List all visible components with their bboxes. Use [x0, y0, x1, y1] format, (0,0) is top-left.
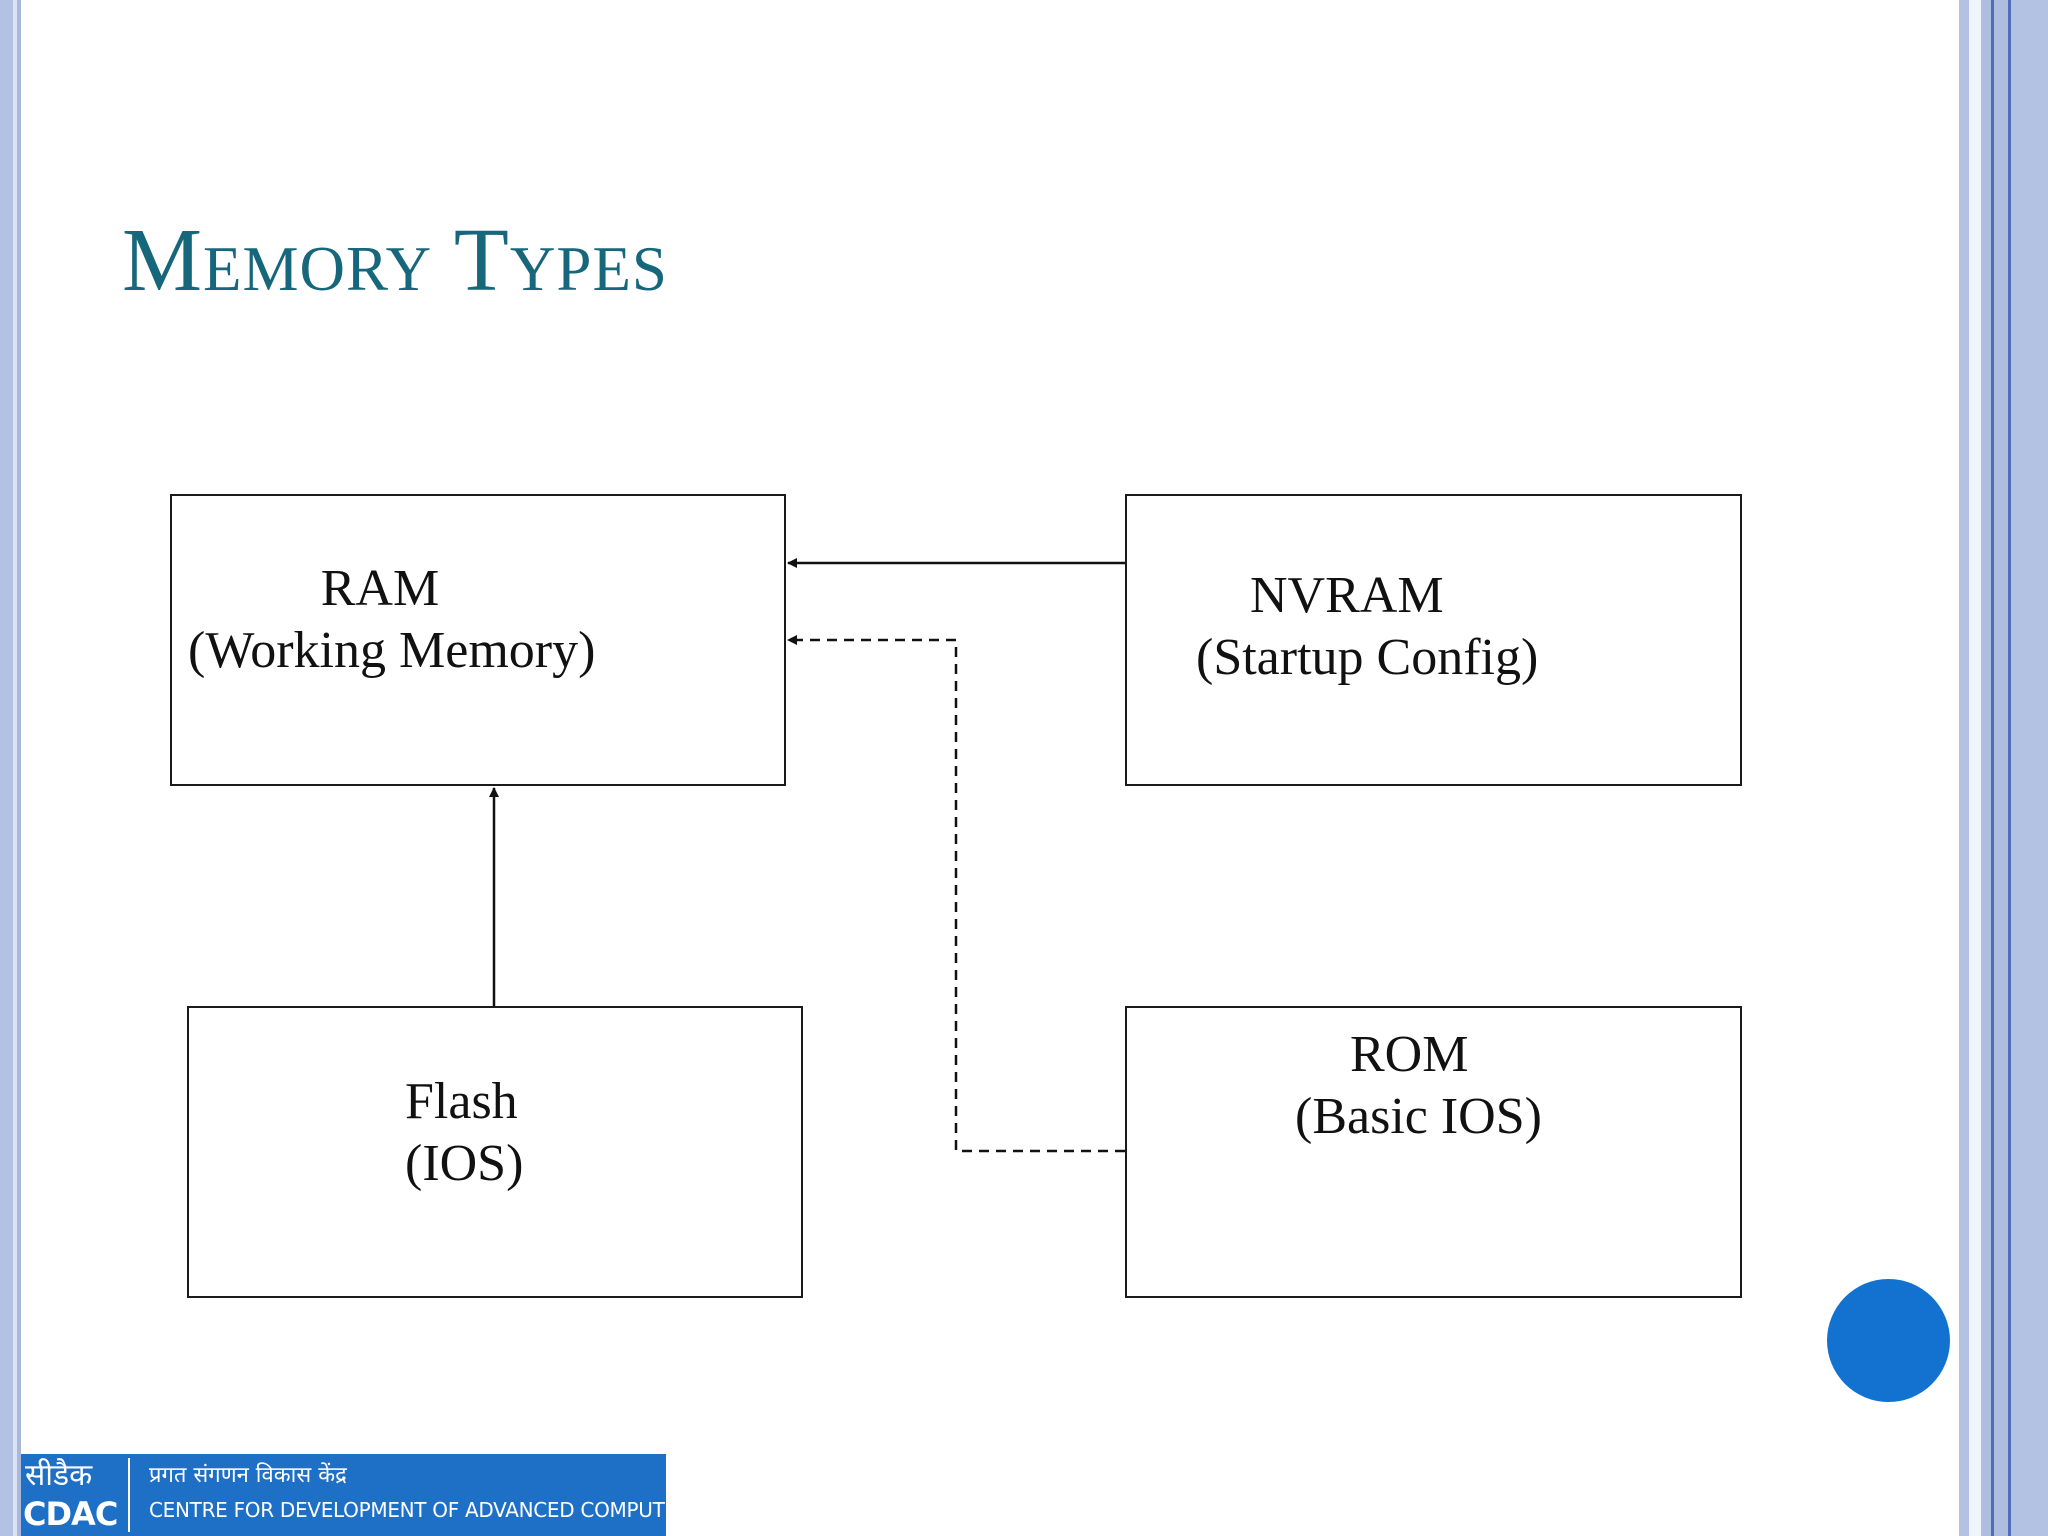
ram-box — [170, 494, 786, 786]
logo-divider — [128, 1458, 130, 1532]
right-border-stripe — [1994, 0, 2008, 1536]
logo-hindi-short: सीडैक — [25, 1458, 93, 1493]
cdac-logo-mark: सीडैक CDAC — [21, 1454, 127, 1536]
left-border-stripe — [17, 0, 21, 1536]
nvram-label: NVRAM — [1250, 567, 1444, 624]
left-border-stripe — [0, 0, 13, 1536]
right-border-stripe — [1969, 0, 1981, 1536]
left-border-stripe — [13, 0, 17, 1536]
right-border-stripe — [1981, 0, 1991, 1536]
right-border-stripe — [2011, 0, 2048, 1536]
flash-sublabel: (IOS) — [405, 1135, 524, 1192]
flash-label: Flash — [405, 1073, 518, 1130]
logo-english-name: CENTRE FOR DEVELOPMENT OF ADVANCED COMPU… — [149, 1498, 666, 1522]
nvram-box — [1125, 494, 1742, 786]
ram-label: RAM — [320, 560, 440, 617]
right-border-stripe — [2008, 0, 2011, 1536]
right-border-stripe — [1991, 0, 1994, 1536]
right-border-stripe — [1959, 0, 1969, 1536]
rom-label: ROM — [1350, 1026, 1469, 1083]
logo-hindi-name: प्रगत संगणन विकास केंद्र — [149, 1463, 347, 1488]
logo-short-name: CDAC — [23, 1495, 118, 1533]
rom-box — [1125, 1006, 1742, 1298]
nvram-sublabel: (Startup Config) — [1196, 629, 1539, 686]
rom-sublabel: (Basic IOS) — [1295, 1088, 1542, 1145]
flash-box — [187, 1006, 803, 1298]
ram-sublabel: (Working Memory) — [188, 622, 596, 679]
arrow-rom-to-ram — [787, 635, 1125, 1153]
accent-circle — [1827, 1279, 1950, 1402]
cdac-logo: सीडैक CDAC प्रगत संगणन विकास केंद्र CENT… — [21, 1454, 666, 1536]
slide-title: Memory Types — [122, 211, 668, 310]
